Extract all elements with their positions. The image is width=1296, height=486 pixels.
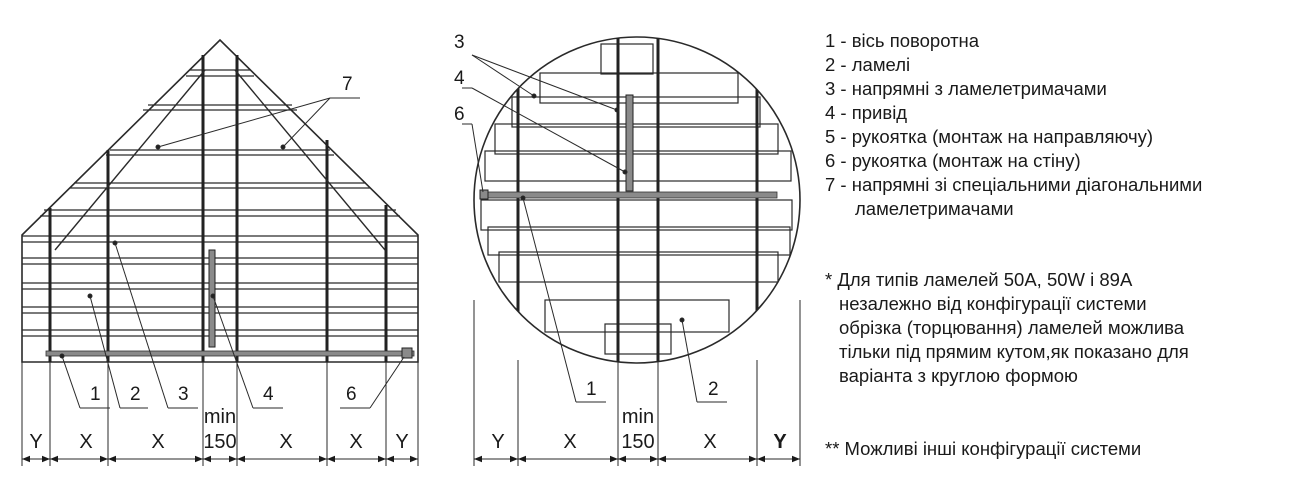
- left-dim-x3: X: [279, 431, 292, 453]
- note-line-5: варіанта з круглою формою: [839, 365, 1078, 386]
- left-callout-4: 4: [263, 384, 274, 405]
- legend-item-5: 5 - рукоятка (монтаж на направляючу): [825, 126, 1154, 147]
- right-dim-150: 150: [621, 431, 654, 453]
- right-dim-y2: Y: [773, 431, 787, 453]
- left-rotation-axis: [45, 350, 415, 357]
- left-actuator: [208, 249, 216, 348]
- note-other-configurations-text: ** Можливі інші конфігурації системи: [825, 438, 1142, 459]
- left-dim-min: min: [204, 406, 236, 428]
- right-leaders: [462, 54, 801, 466]
- left-leaders: [21, 97, 419, 466]
- right-callout-1: 1: [586, 379, 597, 400]
- left-diagonal-guides: [54, 69, 386, 251]
- legend-item-1: 1 - вісь поворотна: [825, 30, 980, 51]
- right-actuator: [625, 94, 634, 192]
- right-dim-y1: Y: [491, 431, 504, 453]
- right-lamellas: [480, 43, 793, 355]
- left-drawing: [21, 38, 419, 466]
- right-dim-min: min: [622, 406, 654, 428]
- legend-item-2: 2 - ламелі: [825, 54, 911, 75]
- right-outline: [473, 36, 801, 364]
- note-line-2: незалежно від конфігурації системи: [839, 293, 1147, 314]
- note-line-4: тільки під прямим кутом,як показано для: [839, 341, 1189, 362]
- legend: 1 - вісь поворотна 2 - ламелі 3 - напрям…: [825, 29, 1285, 221]
- left-dim-x1: X: [79, 431, 92, 453]
- left-callout-2: 2: [130, 384, 141, 405]
- right-dim-x2: X: [703, 431, 716, 453]
- legend-item-3: 3 - напрямні з ламелетримачами: [825, 78, 1107, 99]
- right-handle: [479, 189, 489, 200]
- right-drawing: [462, 36, 801, 466]
- right-callout-4: 4: [454, 68, 465, 89]
- left-callout-7: 7: [342, 74, 353, 95]
- left-callout-1: 1: [90, 384, 101, 405]
- note-line-1: * Для типів ламелей 50A, 50W і 89A: [825, 269, 1133, 290]
- right-callout-2: 2: [708, 379, 719, 400]
- right-callout-6: 6: [454, 104, 465, 125]
- left-dim-y2: Y: [395, 431, 408, 453]
- note-lamella-types: * Для типів ламелей 50A, 50W і 89A незал…: [825, 268, 1285, 388]
- legend-item-6: 6 - рукоятка (монтаж на стіну): [825, 150, 1081, 171]
- right-dim-x1: X: [563, 431, 576, 453]
- legend-item-4: 4 - привід: [825, 102, 908, 123]
- left-dim-y1: Y: [29, 431, 42, 453]
- note-other-configurations: ** Можливі інші конфігурації системи: [825, 437, 1285, 461]
- right-callout-3: 3: [454, 32, 465, 53]
- left-handle: [401, 347, 413, 359]
- left-callout-6: 6: [346, 384, 357, 405]
- note-line-3: обрізка (торцювання) ламелей можлива: [839, 317, 1185, 338]
- left-lamellas: [22, 69, 418, 337]
- legend-item-7-continuation: ламелетримачами: [855, 198, 1014, 219]
- left-dim-x4: X: [349, 431, 362, 453]
- left-dim-x2: X: [151, 431, 164, 453]
- right-rotation-axis: [481, 191, 778, 199]
- legend-item-7: 7 - напрямні зі спеціальними діагональни…: [825, 174, 1203, 195]
- left-outline: [21, 38, 419, 363]
- left-callout-3: 3: [178, 384, 189, 405]
- left-guides: [48, 55, 388, 362]
- left-dim-150: 150: [203, 431, 236, 453]
